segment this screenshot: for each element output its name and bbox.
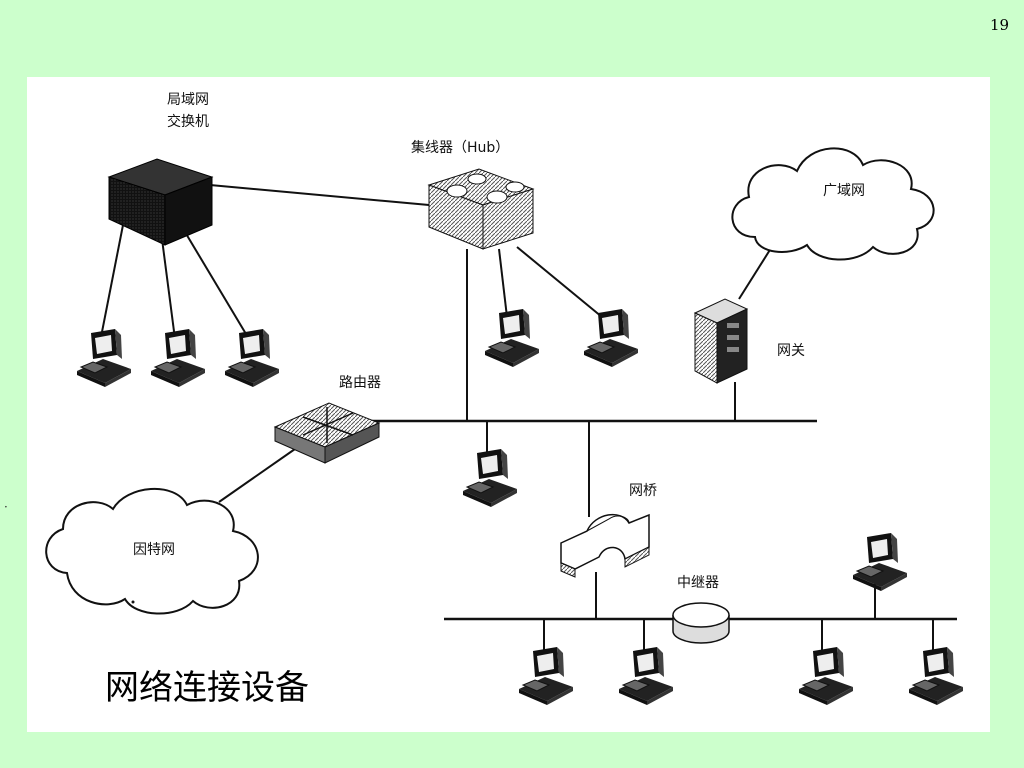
repeater-icon: [672, 602, 730, 644]
stray-mark: ·: [4, 500, 8, 514]
bridge-icon: [560, 513, 650, 578]
diagram-panel: 局域网 交换机 集线器（Hub） 广域网 网关: [27, 77, 990, 732]
hub-label: 集线器（Hub）: [411, 139, 509, 156]
slide-title: 网络连接设备: [105, 668, 309, 708]
network-diagram: 局域网 交换机 集线器（Hub） 广域网 网关: [45, 92, 964, 708]
internet-cloud-icon: [45, 487, 259, 615]
repeater-label: 中继器: [677, 575, 719, 591]
connection-lines: [100, 184, 957, 652]
pc-icon-5: [583, 308, 639, 368]
internet-label: 因特网: [133, 542, 175, 558]
lan-switch-label-line1: 局域网: [167, 92, 209, 108]
pc-icon-4: [484, 308, 540, 368]
pc-icon-3: [224, 328, 280, 388]
pc-icon-11: [908, 646, 964, 706]
pc-icon-2: [150, 328, 206, 388]
wan-cloud-icon: [731, 147, 935, 261]
bridge-label: 网桥: [629, 483, 657, 499]
router-icon: [273, 402, 381, 464]
pc-icon-1: [76, 328, 132, 388]
page-number: 19: [990, 16, 1010, 34]
pc-icon-10: [798, 646, 854, 706]
wan-label: 广域网: [823, 183, 865, 199]
gateway-label: 网关: [777, 343, 805, 359]
pc-icon-7: [852, 532, 908, 592]
lan-switch-label-line2: 交换机: [167, 113, 209, 130]
pc-icon-9: [618, 646, 674, 706]
hub-icon: [427, 168, 535, 250]
pc-icon-6: [462, 448, 518, 508]
router-label: 路由器: [339, 375, 381, 391]
gateway-icon: [693, 298, 749, 384]
pc-icon-8: [518, 646, 574, 706]
lan-switch-icon: [107, 158, 214, 246]
stray-dot: [131, 600, 135, 604]
